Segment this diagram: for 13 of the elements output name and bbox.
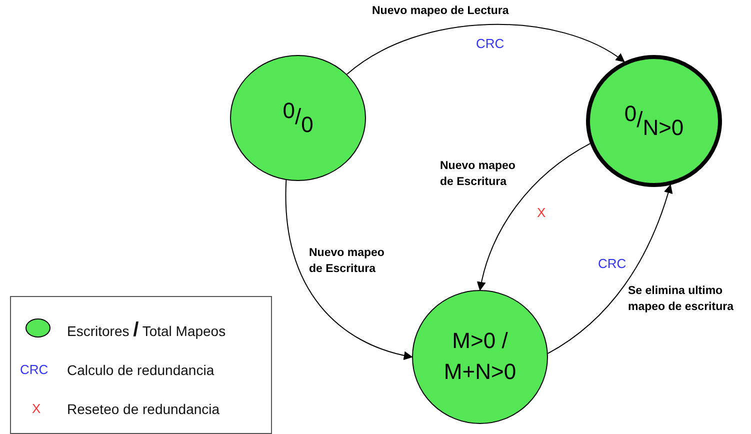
transition-arrow — [286, 180, 413, 360]
crc-label: CRC — [598, 257, 626, 270]
crc-label: CRC — [20, 363, 48, 376]
transition-arrow — [477, 143, 591, 291]
legend-label: Escritores / Total Mapeos — [67, 319, 226, 342]
crc-label: CRC — [476, 37, 504, 50]
reset-mark: X — [32, 402, 41, 415]
transition-arrow — [547, 184, 672, 354]
legend-label: Reseteo de redundancia — [67, 401, 220, 417]
state-label: M>0 / M+N>0 — [442, 327, 518, 386]
reset-mark: X — [537, 206, 546, 219]
legend-label: Calculo de redundancia — [67, 362, 214, 378]
transition-arrow — [346, 24, 625, 75]
